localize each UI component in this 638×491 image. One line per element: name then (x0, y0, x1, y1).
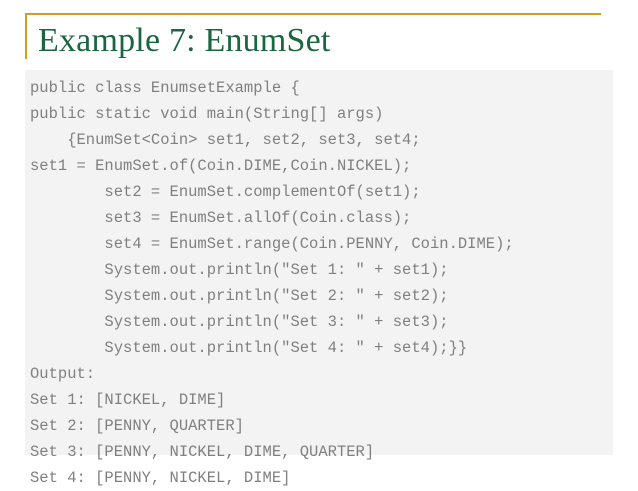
code-line: public static void main(String[] args) (30, 105, 384, 123)
code-line: System.out.println("Set 1: " + set1); (30, 261, 449, 279)
code-line: set4 = EnumSet.range(Coin.PENNY, Coin.DI… (30, 235, 514, 253)
code-line: Set 1: [NICKEL, DIME] (30, 391, 226, 409)
code-line: System.out.println("Set 4: " + set4);}} (30, 339, 468, 357)
code-line: Output: (30, 365, 96, 383)
code-block: public class EnumsetExample { public stat… (25, 70, 613, 487)
code-line: public class EnumsetExample { (30, 79, 300, 97)
page-title: Example 7: EnumSet (38, 22, 331, 59)
code-line: Set 3: [PENNY, NICKEL, DIME, QUARTER] (30, 443, 375, 461)
code-line-list: public class EnumsetExample { public stat… (25, 70, 613, 491)
title-rule-top-icon (25, 13, 601, 15)
code-line: Set 2: [PENNY, QUARTER] (30, 417, 244, 435)
code-line: {EnumSet<Coin> set1, set2, set3, set4; (30, 131, 421, 149)
code-line: set3 = EnumSet.allOf(Coin.class); (30, 209, 412, 227)
code-line: set1 = EnumSet.of(Coin.DIME,Coin.NICKEL)… (30, 157, 412, 175)
title-rule-left-icon (25, 13, 27, 59)
code-line: Set 4: [PENNY, NICKEL, DIME] (30, 469, 291, 487)
code-line: System.out.println("Set 3: " + set3); (30, 313, 449, 331)
slide-canvas: Example 7: EnumSet public class EnumsetE… (25, 13, 613, 487)
code-line: set2 = EnumSet.complementOf(set1); (30, 183, 421, 201)
code-line: System.out.println("Set 2: " + set2); (30, 287, 449, 305)
